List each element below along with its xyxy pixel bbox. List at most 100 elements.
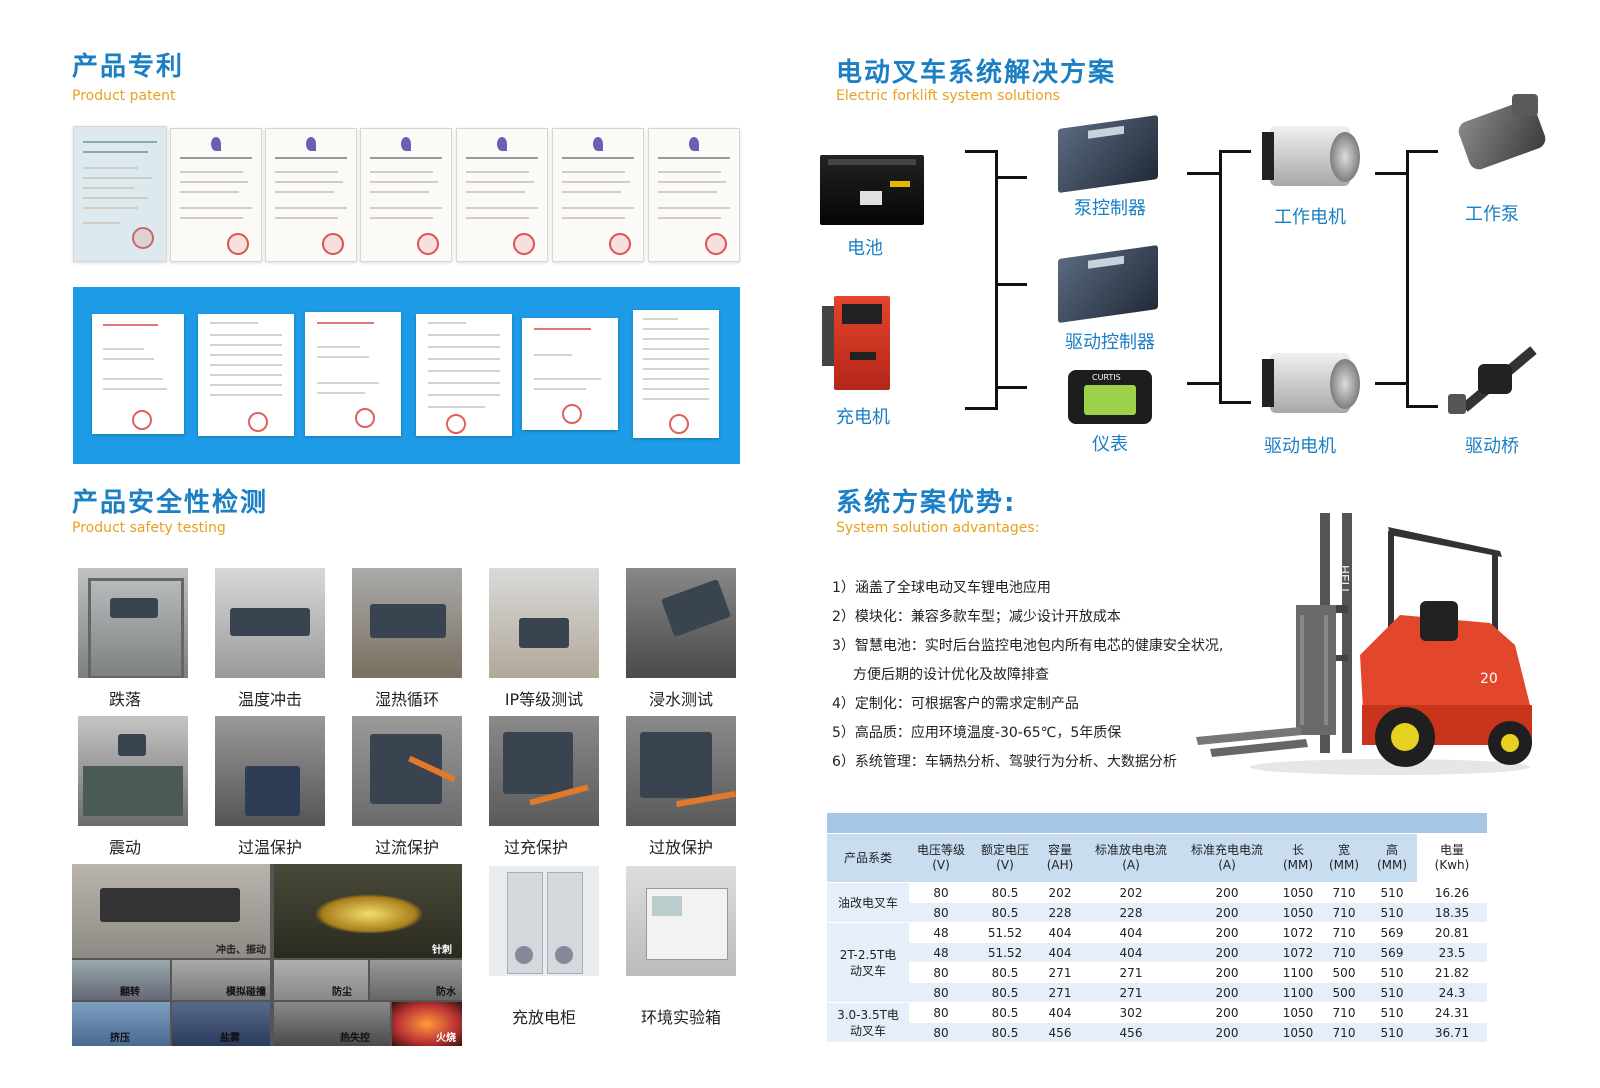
collage-thermal-runaway: 热失控 bbox=[274, 1002, 390, 1046]
table-cell: 510 bbox=[1367, 902, 1417, 923]
test-label-drop: 跌落 bbox=[108, 690, 141, 709]
table-cell: 1050 bbox=[1275, 902, 1321, 923]
test-label-immersion: 浸水测试 bbox=[648, 690, 713, 709]
collage-label-salt-spray: 盐雾 bbox=[220, 1033, 240, 1044]
collage-label-impact: 冲击、振动 bbox=[216, 945, 266, 956]
table-cell: 80 bbox=[909, 962, 973, 983]
table-cell: 1050 bbox=[1275, 1022, 1321, 1043]
test-photo-over-discharge bbox=[626, 716, 736, 826]
table-group-cell: 2T-2.5T电动叉车 bbox=[827, 922, 909, 1003]
collage-nail: 针刺 bbox=[274, 864, 462, 958]
table-cell: 200 bbox=[1179, 962, 1275, 983]
table-cell: 500 bbox=[1321, 962, 1367, 983]
table-cell: 710 bbox=[1321, 1022, 1367, 1043]
table-cell: 200 bbox=[1179, 1002, 1275, 1023]
charger-label: 充电机 bbox=[836, 407, 890, 428]
certificate-1 bbox=[73, 126, 167, 262]
drive-controller-image bbox=[1058, 244, 1158, 324]
table-cell: 1050 bbox=[1275, 1002, 1321, 1023]
equipment-photo-charge-cabinet bbox=[489, 866, 599, 976]
table-cell: 271 bbox=[1083, 962, 1179, 983]
test-label-over-temp: 过温保护 bbox=[237, 838, 302, 857]
test-reports-band bbox=[73, 287, 740, 464]
table-cell: 710 bbox=[1321, 922, 1367, 943]
table-header-cell: 产品系类 bbox=[827, 833, 909, 883]
collage-impact: 冲击、振动 bbox=[72, 864, 270, 958]
table-cell: 16.26 bbox=[1417, 882, 1487, 903]
table-cell: 21.82 bbox=[1417, 962, 1487, 983]
battery-label: 电池 bbox=[847, 238, 883, 259]
connector-line bbox=[1187, 382, 1221, 385]
table-cell: 48 bbox=[909, 942, 973, 963]
table-cell: 24.3 bbox=[1417, 982, 1487, 1003]
drive-axle-image bbox=[1448, 338, 1544, 418]
meter-brand: CURTIS bbox=[1092, 373, 1121, 382]
certificate-5 bbox=[456, 128, 548, 262]
table-cell: 80 bbox=[909, 1022, 973, 1043]
collage-fire: 火烧 bbox=[392, 1002, 462, 1046]
test-photo-ip-rating bbox=[489, 568, 599, 678]
test-photo-damp-heat bbox=[352, 568, 462, 678]
collage-squeeze: 挤压 bbox=[72, 1002, 170, 1046]
table-header-cell: 长(MM) bbox=[1275, 833, 1321, 883]
test-photo-immersion bbox=[626, 568, 736, 678]
table-cell: 200 bbox=[1179, 942, 1275, 963]
table-cell: 710 bbox=[1321, 1002, 1367, 1023]
table-cell: 80 bbox=[909, 982, 973, 1003]
connector-line bbox=[1406, 150, 1438, 153]
collage-label-flip: 翻转 bbox=[120, 987, 140, 998]
test-label-over-current: 过流保护 bbox=[374, 838, 439, 857]
table-cell: 23.5 bbox=[1417, 942, 1487, 963]
table-cell: 1072 bbox=[1275, 922, 1321, 943]
table-cell: 271 bbox=[1037, 962, 1083, 983]
connector-line bbox=[1375, 382, 1409, 385]
advantage-item: 方便后期的设计优化及故障排查 bbox=[853, 667, 1049, 683]
advantage-item: 1）涵盖了全球电动叉车锂电池应用 bbox=[832, 580, 1051, 596]
test-photo-thermal-shock bbox=[215, 568, 325, 678]
collage-label-water: 防水 bbox=[436, 987, 456, 998]
table-cell: 404 bbox=[1037, 942, 1083, 963]
forklift-brand: HELI bbox=[1337, 565, 1351, 592]
safety-title: 产品安全性检测 bbox=[72, 488, 269, 518]
safety-subtitle: Product safety testing bbox=[72, 520, 226, 536]
connector-line bbox=[1219, 401, 1251, 404]
patent-subtitle: Product patent bbox=[72, 88, 176, 104]
table-group-cell: 油改电叉车 bbox=[827, 882, 909, 923]
table-cell: 80.5 bbox=[973, 1002, 1037, 1023]
test-label-damp-heat: 湿热循环 bbox=[374, 690, 439, 709]
table-cell: 1100 bbox=[1275, 982, 1321, 1003]
table-header-row: 产品系类电压等级(V)额定电压(V)容量(AH)标准放电电流(A)标准充电电流(… bbox=[827, 833, 1487, 883]
connector-line bbox=[995, 386, 1027, 389]
table-cell: 18.35 bbox=[1417, 902, 1487, 923]
drive-axle-label: 驱动桥 bbox=[1465, 436, 1519, 457]
collage-flip: 翻转 bbox=[72, 960, 170, 1000]
test-collage: 冲击、振动 针刺 翻转 模拟碰撞 防尘 防水 挤压 盐雾 热失控 火烧 bbox=[72, 864, 462, 1046]
table-cell: 36.71 bbox=[1417, 1022, 1487, 1043]
drive-controller-label: 驱动控制器 bbox=[1065, 332, 1155, 353]
table-cell: 456 bbox=[1037, 1022, 1083, 1043]
table-cell: 1100 bbox=[1275, 962, 1321, 983]
meter-label: 仪表 bbox=[1092, 434, 1128, 455]
collage-label-squeeze: 挤压 bbox=[110, 1033, 130, 1044]
test-label-vibration: 震动 bbox=[108, 838, 141, 857]
connector-line bbox=[1406, 150, 1409, 408]
connector-line bbox=[1406, 405, 1438, 408]
drive-motor-image bbox=[1262, 345, 1364, 421]
solution-subtitle: Electric forklift system solutions bbox=[836, 88, 1060, 104]
patent-title: 产品专利 bbox=[72, 52, 185, 82]
test-label-over-discharge: 过放保护 bbox=[648, 838, 713, 857]
table-cell: 569 bbox=[1367, 942, 1417, 963]
table-cell: 510 bbox=[1367, 982, 1417, 1003]
advantage-item: 4）定制化：可根据客户的需求定制产品 bbox=[832, 696, 1079, 712]
table-cell: 80.5 bbox=[973, 962, 1037, 983]
table-cell: 404 bbox=[1083, 942, 1179, 963]
equipment-label-env-chamber: 环境实验箱 bbox=[640, 1008, 721, 1027]
spec-table: 产品系类电压等级(V)额定电压(V)容量(AH)标准放电电流(A)标准充电电流(… bbox=[827, 813, 1487, 1043]
table-header-cell: 标准放电电流(A) bbox=[1083, 833, 1179, 883]
certificate-6 bbox=[552, 128, 644, 262]
